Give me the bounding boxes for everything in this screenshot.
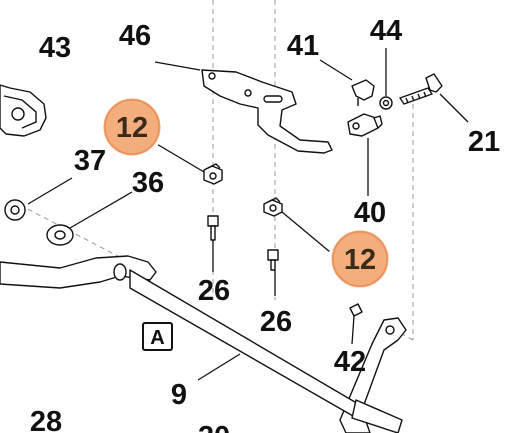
- part-37-star-washer: [4, 199, 26, 221]
- part-21-threaded-rod: [399, 73, 443, 105]
- part-46-bracket-plate: [201, 69, 333, 154]
- callout-12-lower: 12: [344, 244, 376, 276]
- dashed-guides: [19, 0, 414, 341]
- callout-labels: 43 46 41 44 21 12 37 36 40 12 26 26 42 9…: [30, 15, 500, 433]
- highlight-12-lower: [328, 227, 392, 291]
- leader-lines: [27, 48, 469, 381]
- part-12-nut-upper: [203, 163, 223, 185]
- part-9-pedal-shaft: [0, 255, 403, 433]
- part-26-bolt-right: [267, 249, 279, 271]
- part-42-clip: [349, 303, 363, 317]
- part-44-nut: [379, 96, 393, 110]
- callout-40: 40: [354, 197, 386, 229]
- callout-42: 42: [334, 346, 366, 378]
- callout-26-left: 26: [198, 275, 230, 307]
- callout-26-right: 26: [260, 306, 292, 338]
- highlight-12-upper: [100, 95, 164, 159]
- callout-12-upper: 12: [116, 112, 148, 144]
- part-43-bracket: [0, 84, 47, 137]
- section-marker-a: A: [142, 322, 173, 351]
- callout-41: 41: [287, 30, 319, 62]
- callout-46: 46: [119, 20, 151, 52]
- section-marker-label: A: [150, 327, 164, 349]
- callout-36: 36: [132, 167, 164, 199]
- part-41-clip: [351, 79, 375, 106]
- callout-21: 21: [468, 126, 500, 158]
- part-26-bolt-left: [207, 215, 219, 241]
- callout-20: 20: [198, 421, 230, 433]
- callout-37: 37: [74, 145, 106, 177]
- callout-43: 43: [39, 32, 71, 64]
- callout-28: 28: [30, 406, 62, 433]
- part-36-flat-washer: [46, 224, 74, 246]
- part-40-linkage-fitting: [347, 113, 383, 137]
- callout-44: 44: [370, 15, 402, 47]
- part-12-nut-lower: [263, 197, 283, 217]
- callout-9: 9: [171, 379, 187, 411]
